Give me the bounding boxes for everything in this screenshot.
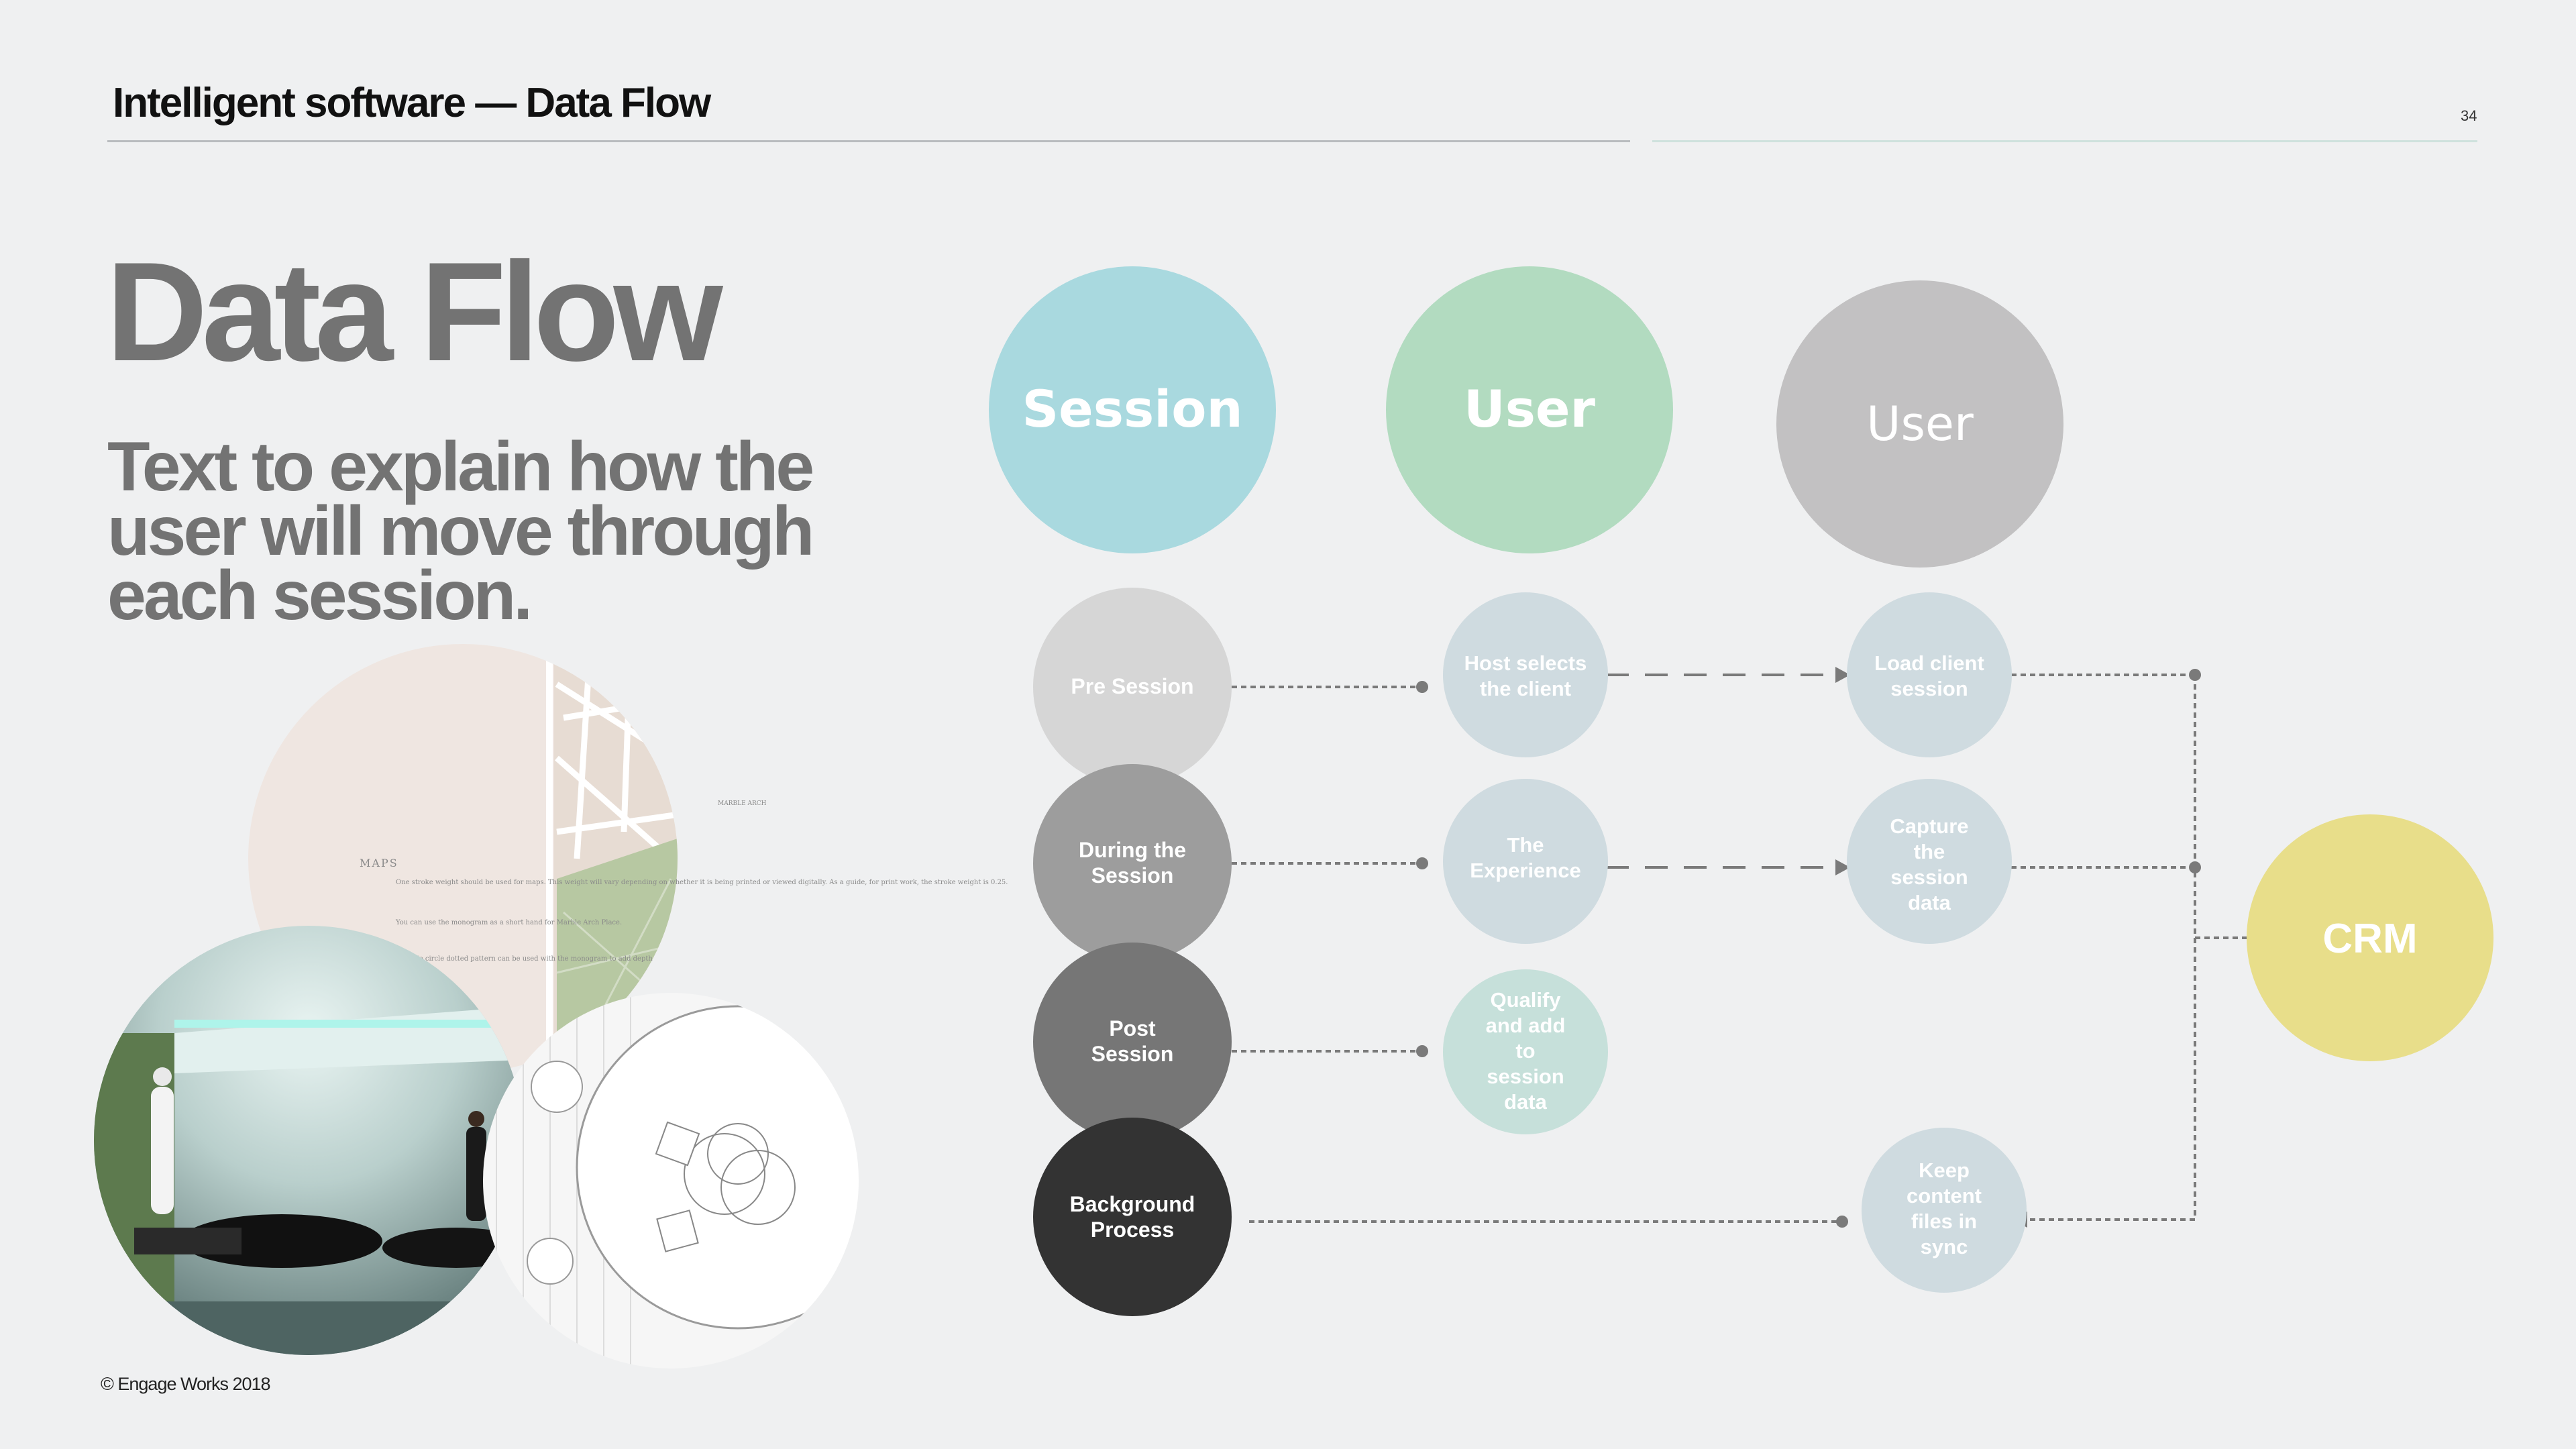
map-body-text-2: You can use the monogram as a short hand…	[395, 919, 622, 926]
arrow-head-icon	[1835, 667, 1850, 683]
connector-dot	[1416, 857, 1428, 869]
stage-background-process	[1033, 1118, 1232, 1316]
connector-dot	[2189, 861, 2201, 873]
connector-dot	[1416, 1045, 1428, 1057]
room-render-image	[94, 926, 523, 1355]
page-number: 34	[2461, 107, 2477, 124]
step-the-experience	[1443, 779, 1608, 944]
user-system-column-circle	[1776, 280, 2063, 568]
slide-header-title: Intelligent software — Data Flow	[113, 80, 711, 126]
page-title: Data Flow	[106, 233, 723, 390]
page-subtitle: Text to explain how the user will move t…	[107, 428, 814, 635]
header-divider-right	[1652, 140, 2477, 142]
session-column-label: Session	[1022, 379, 1242, 439]
map-place-label: MARBLE ARCH	[718, 800, 767, 807]
footer-copyright: © Engage Works 2018	[101, 1374, 271, 1394]
connector-dot	[1416, 681, 1428, 693]
session-column-circle	[989, 266, 1276, 553]
image-collage: MAPS One stroke weight should be used fo…	[94, 644, 1008, 1368]
crm-circle	[2247, 814, 2493, 1061]
step-host-selects-client	[1443, 592, 1608, 757]
user-column-label: User	[1464, 379, 1595, 439]
step-capture-session-data	[1847, 779, 2012, 944]
floor-plan-image	[483, 993, 859, 1368]
stage-during-session	[1033, 764, 1232, 963]
user-column-circle	[1386, 266, 1673, 553]
step-keep-files-in-sync	[1862, 1128, 2027, 1293]
stage-pre-session-label: Pre Session	[1071, 674, 1193, 698]
step-qualify-session-data	[1443, 969, 1608, 1134]
map-body-text-3: A single circle dotted pattern can be us…	[395, 955, 653, 963]
stage-post-session	[1033, 943, 1232, 1141]
connector-dot	[2189, 669, 2201, 681]
map-label: MAPS	[360, 857, 398, 869]
connector-dot	[1836, 1216, 1848, 1228]
crm-label: CRM	[2322, 916, 2417, 962]
arrow-head-icon	[1835, 859, 1850, 875]
user-system-column-label: User	[1866, 396, 1974, 451]
header-divider-left	[107, 140, 1630, 142]
stage-pre-session	[1033, 588, 1232, 786]
map-body-text: One stroke weight should be used for map…	[396, 879, 1008, 886]
step-load-client-session	[1847, 592, 2012, 757]
